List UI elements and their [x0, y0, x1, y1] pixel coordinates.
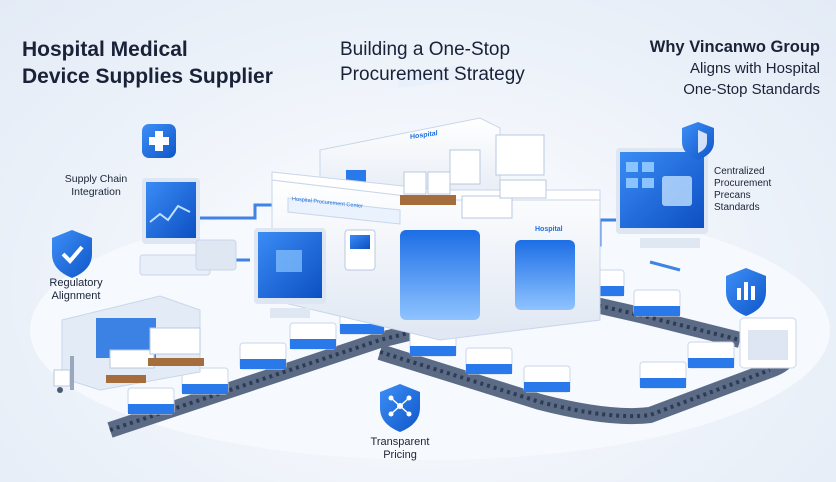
- title-right-line2: Aligns with Hospital: [689, 60, 820, 77]
- feature-centralized: Centralized Procurement Precans Standard…: [714, 166, 824, 214]
- feature-pricing-line1: Transparent: [370, 436, 430, 448]
- feature-supply-chain: Supply Chain Integration: [48, 173, 144, 199]
- feature-regulatory-line1: Regulatory: [49, 277, 103, 289]
- feature-supply-chain-line1: Supply Chain: [64, 173, 128, 185]
- storage-cabinets: [61, 295, 204, 391]
- title-right-line1: Why Vincanwo Group: [649, 38, 820, 56]
- chart-shield-icon: [726, 268, 766, 316]
- feature-pricing-line2: Pricing: [383, 449, 417, 461]
- feature-centralized-line4: Standards: [714, 202, 760, 213]
- feature-centralized-line1: Centralized: [714, 166, 765, 177]
- title-right: Why Vincanwo Group Aligns with Hospital …: [588, 37, 820, 100]
- feature-regulatory-line2: Alignment: [51, 290, 101, 302]
- shield-check-icon: [52, 230, 92, 278]
- title-left-line2: Device Supplies Supplier: [22, 65, 273, 88]
- feature-regulatory: Regulatory Alignment: [28, 277, 124, 303]
- feature-centralized-line2: Procurement: [714, 178, 772, 189]
- shield-icon: [682, 122, 714, 160]
- scanner-gate: [739, 317, 797, 369]
- title-center-line2: Procurement Strategy: [340, 64, 525, 85]
- hand-truck: [53, 356, 74, 393]
- network-shield-icon: [380, 384, 420, 432]
- analytics-monitor-center: [254, 228, 326, 318]
- feature-transparent-pricing: Transparent Pricing: [352, 436, 448, 462]
- feature-supply-chain-line2: Integration: [71, 186, 121, 198]
- title-left: Hospital Medical Device Supplies Supplie…: [22, 36, 273, 90]
- title-right-line3: One-Stop Standards: [683, 81, 820, 98]
- medical-cross-icon: [142, 124, 176, 158]
- title-left-line1: Hospital Medical: [22, 38, 188, 61]
- dashboard-monitor-right: [616, 148, 708, 248]
- title-center-line1: Building a One-Stop: [340, 39, 511, 60]
- title-center: Building a One-Stop Procurement Strategy: [340, 37, 525, 87]
- analytics-monitor-left: [139, 178, 237, 276]
- feature-centralized-line3: Precans: [714, 190, 751, 201]
- building-sign-right: Hospital: [535, 226, 563, 233]
